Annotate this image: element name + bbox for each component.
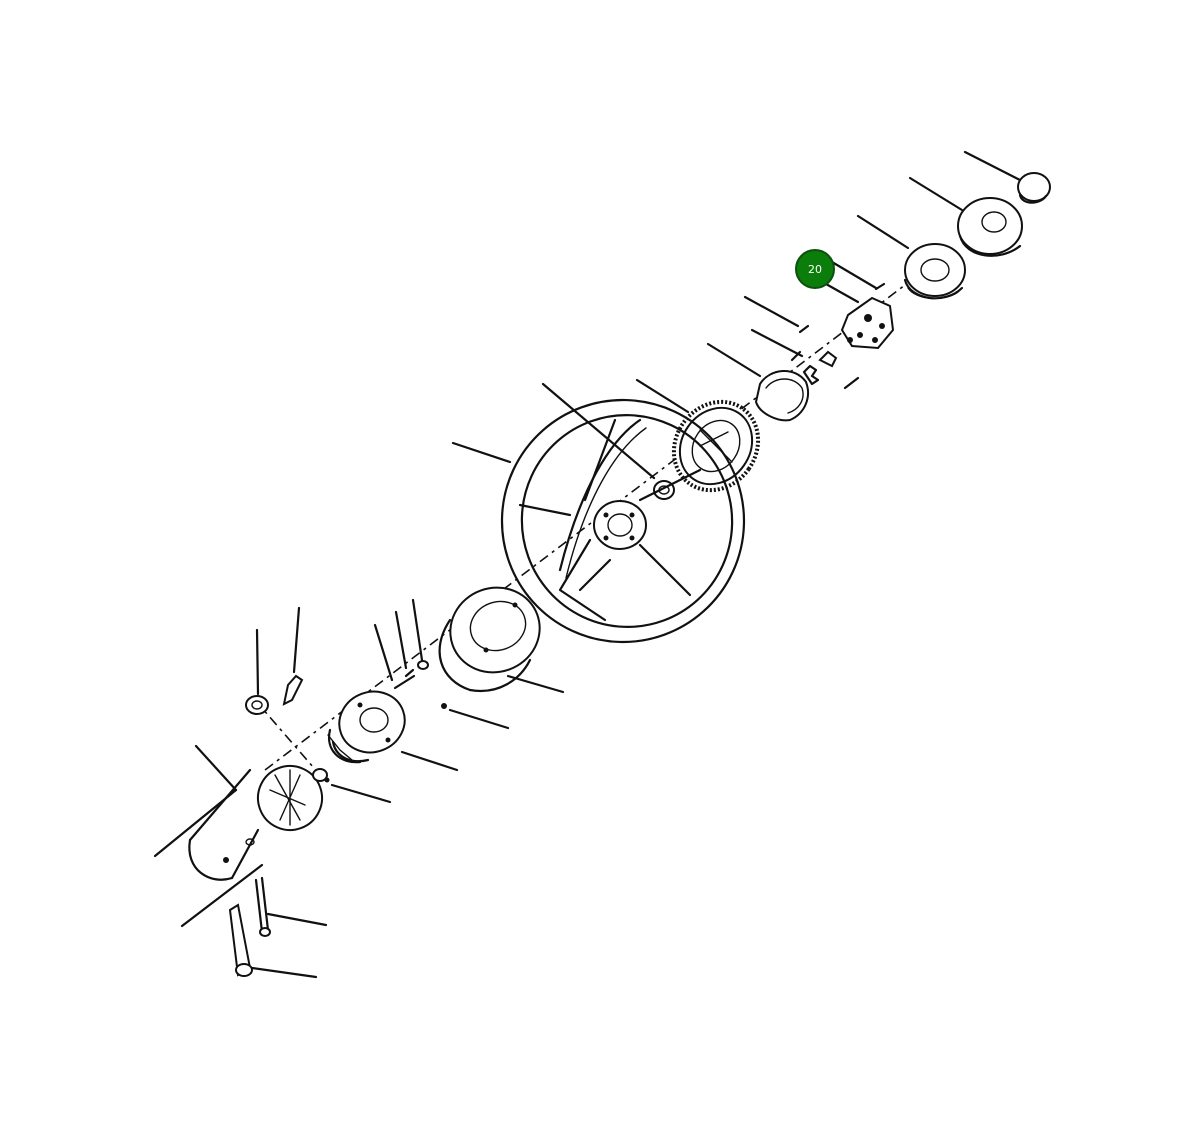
- spring: [802, 350, 838, 386]
- pivot-tube: [228, 903, 253, 977]
- steering-wheel: [500, 398, 746, 644]
- lower-housing: [188, 765, 323, 881]
- switch-plate: [840, 296, 895, 350]
- shroud-pins: [393, 660, 447, 709]
- callout-circle[interactable]: [795, 249, 835, 289]
- small-bushing: [312, 768, 330, 783]
- horn-cap: [1017, 172, 1051, 204]
- callout-badge[interactable]: 20: [795, 249, 835, 289]
- outer-cover: [957, 197, 1023, 257]
- bearing-housing: [327, 690, 406, 764]
- horn-contact-plate: [754, 370, 809, 422]
- leader-lines: [153, 150, 1022, 979]
- bolt: [282, 674, 304, 706]
- column-shroud: [438, 586, 541, 693]
- callout-number: 20: [808, 263, 822, 276]
- contact-ring: [903, 243, 966, 300]
- long-bolt: [254, 876, 271, 937]
- assembly-axis: [254, 284, 906, 776]
- lock-nut: [245, 695, 269, 715]
